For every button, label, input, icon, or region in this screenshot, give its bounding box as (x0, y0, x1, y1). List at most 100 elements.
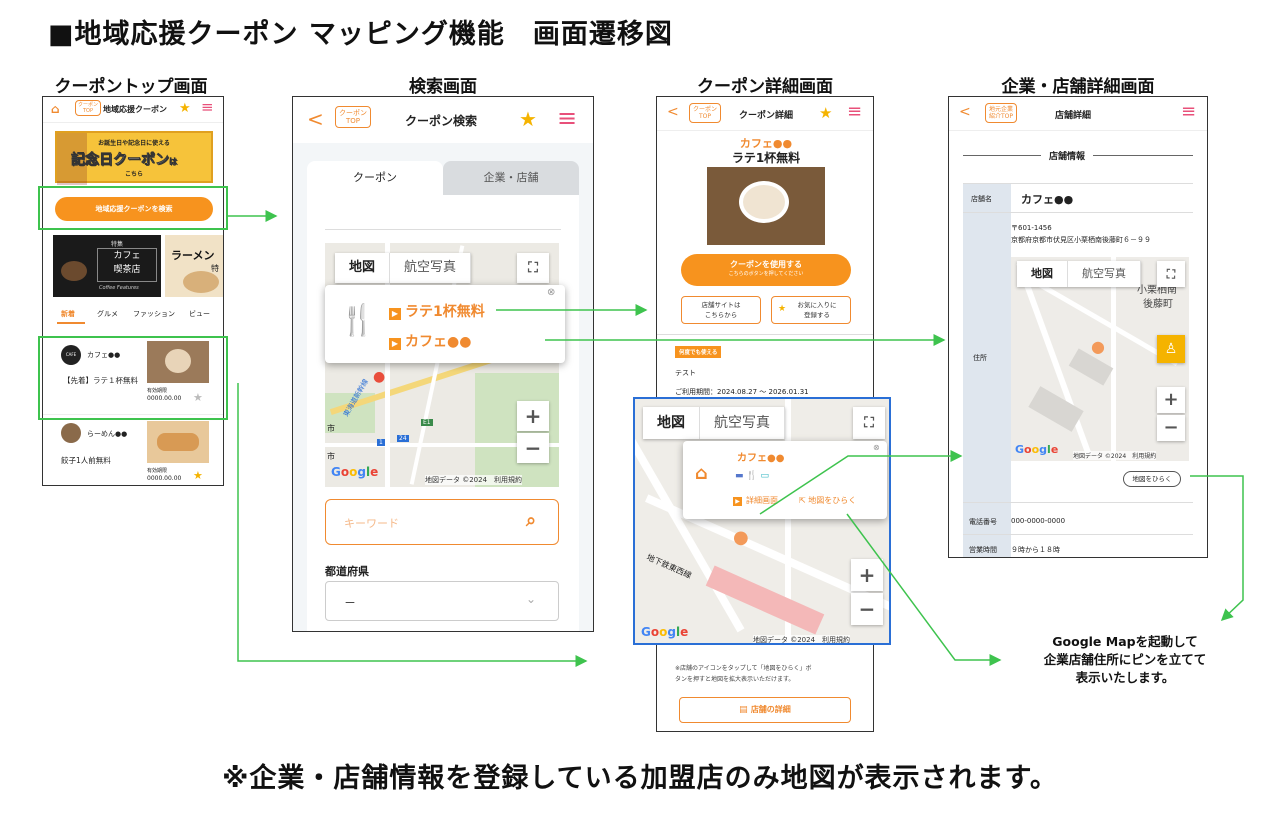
keyword-placeholder: キーワード (344, 517, 399, 530)
map-attribution[interactable]: 地図データ ©2024 利用規約 (1073, 451, 1157, 460)
map-tab-map[interactable]: 地図 (335, 253, 391, 283)
star-icon: ★ (778, 304, 787, 314)
map-tab-map[interactable]: 地図 (643, 407, 700, 439)
zoom-in-icon[interactable]: + (1157, 387, 1185, 413)
tab-fashion[interactable]: ファッション (133, 310, 175, 318)
shop-detail-button[interactable]: ▤ 店舗の詳細 (679, 697, 851, 723)
zoom-out-icon[interactable]: − (851, 593, 883, 625)
expiry-date: 0000.00.00 (147, 475, 182, 482)
shop-name: カフェ●● (1021, 193, 1074, 206)
home-icon[interactable]: ⌂ (51, 102, 60, 116)
map-tab-satellite[interactable]: 航空写真 (390, 253, 472, 283)
close-icon[interactable]: ⊗ (547, 287, 556, 298)
map-info-popup[interactable]: 🍴 ▶ラテ1杯無料 ▶カフェ●● ⊗ (325, 285, 565, 363)
popup-open-map-link[interactable]: ⇱ 地図をひらく (799, 496, 857, 505)
prefecture-label: 都道府県 (325, 565, 369, 578)
open-map-button[interactable]: 地図をひらく (1123, 471, 1181, 487)
back-icon[interactable]: < (959, 104, 971, 120)
row-label: 電話番号 (969, 518, 997, 526)
map-label: E1 (421, 419, 433, 426)
label-coupon-top: クーポントップ画面 (54, 77, 208, 97)
local-business-badge[interactable]: 地元企業紹介TOP (985, 103, 1018, 123)
list-item[interactable]: CAFE カフェ●● 【先着】ラテ１杯無料 有効期限 0000.00.00 ★ (43, 337, 223, 415)
shop-name: カフェ●● (739, 137, 793, 150)
tab-beauty[interactable]: ビュー (189, 310, 210, 318)
star-icon[interactable]: ★ (193, 469, 203, 482)
back-icon[interactable]: < (307, 107, 324, 131)
shop-logo (61, 423, 81, 443)
map-info-popup[interactable]: カフェ●● ⌂ ▬ 🍴 ▭ ▶詳細画面 ⇱ 地図をひらく ⊗ (683, 441, 887, 519)
expiry-label: 有効期限 (147, 468, 168, 474)
menu-icon[interactable]: ≡ (557, 104, 578, 132)
shop-map[interactable]: 小栗栖南 後藤町 ● 地図 航空写真 ⛶ ♙ + − Google 地図データ … (1011, 257, 1189, 461)
ramen-title: ラーメン (171, 249, 215, 262)
latte-image (707, 167, 825, 245)
menu-icon[interactable]: ≡ (847, 101, 863, 122)
shop-name: カフェ●● (87, 351, 121, 359)
tab-coupon[interactable]: クーポン (307, 161, 443, 195)
feature-title: カフェ喫茶店 (97, 248, 157, 282)
tab-new[interactable]: 新着 (61, 310, 75, 318)
menu-icon[interactable]: ≡ (1181, 101, 1197, 122)
search-coupon-button[interactable]: 地域応援クーポンを検索 (55, 197, 213, 221)
ramen-feature-card[interactable]: ラーメン 特 (165, 235, 223, 297)
star-icon[interactable]: ★ (193, 391, 203, 404)
popup-coupon-link[interactable]: ▶ラテ1杯無料 (389, 301, 485, 321)
map-tab-map[interactable]: 地図 (1017, 261, 1068, 287)
street-view-icon[interactable]: ♙ (1157, 335, 1185, 363)
coupon-detail-map[interactable]: 地下鉄東西線 ● 地図 航空写真 ⛶ + − Google 地図データ ©202… (633, 397, 891, 645)
cafe-feature-card[interactable]: 特集 カフェ喫茶店 Coffee Features (53, 235, 161, 297)
zoom-in-icon[interactable]: + (517, 401, 549, 431)
fullscreen-icon[interactable]: ⛶ (853, 407, 885, 439)
use-coupon-button[interactable]: クーポンを使用する こちらのボタンを押してください (681, 254, 851, 286)
close-icon[interactable]: ⊗ (873, 443, 880, 452)
star-icon[interactable]: ★ (819, 104, 833, 122)
map-type-tabs: 地図 航空写真 (1017, 261, 1141, 287)
prefecture-select[interactable]: － ⌄ (325, 581, 559, 621)
map-attribution[interactable]: 地図データ ©2024 利用規約 (425, 475, 523, 485)
label-search: 検索画面 (409, 77, 477, 97)
favorite-button[interactable]: ★お気に入りに登録する (771, 296, 851, 324)
map-tab-satellite[interactable]: 航空写真 (700, 407, 785, 439)
back-icon[interactable]: < (667, 104, 679, 120)
highlight-coupon-item (38, 336, 228, 420)
tab-gourmet[interactable]: グルメ (97, 310, 118, 318)
expiry-label: 有効期限 (147, 388, 168, 394)
popup-shop-link[interactable]: ▶カフェ●● (389, 331, 471, 351)
map-type-tabs: 地図 航空写真 (335, 253, 472, 283)
zoom-out-icon[interactable]: − (517, 433, 549, 463)
search-map[interactable]: 東海道新幹線 E1 1 24 市 市 ● 地図 航空写真 ⛶ + − Googl… (325, 243, 559, 487)
header-title: 店舗詳細 (1055, 111, 1092, 121)
map-tab-satellite[interactable]: 航空写真 (1068, 261, 1141, 287)
map-pin-icon[interactable]: ● (1091, 337, 1105, 356)
row-label: 住所 (973, 354, 987, 362)
fullscreen-icon[interactable]: ⛶ (1157, 261, 1185, 287)
shop-site-button[interactable]: 店舗サイトはこちらから (681, 296, 761, 324)
map-label: 小栗栖南 (1137, 285, 1177, 296)
expiry-date: 0000.00.00 (147, 395, 182, 402)
list-item[interactable]: らーめん●● 餃子1人前無料 有効期限 0000.00.00 ★ (43, 417, 223, 485)
tab-shop[interactable]: 企業・店舗 (443, 161, 579, 195)
map-pin-icon[interactable]: ● (373, 369, 386, 385)
star-icon[interactable]: ★ (519, 107, 537, 131)
zoom-in-icon[interactable]: + (851, 559, 883, 591)
search-icon[interactable]: ⌕ (526, 510, 537, 531)
anniversary-banner[interactable]: お誕生日や記念日に使える 記念日クーポンは こちら (55, 131, 213, 185)
map-label: 地下鉄東西線 (645, 552, 693, 581)
keyword-search-input[interactable]: キーワード ⌕ (325, 499, 559, 545)
zoom-out-icon[interactable]: − (1157, 415, 1185, 441)
fullscreen-icon[interactable]: ⛶ (517, 253, 549, 283)
chevron-down-icon: ⌄ (526, 592, 537, 606)
map-pin-icon[interactable]: ● (733, 527, 749, 548)
map-attribution[interactable]: 地図データ ©2024 利用規約 (753, 635, 851, 644)
popup-detail-link[interactable]: ▶詳細画面 (733, 495, 778, 506)
google-logo: Google (331, 465, 379, 479)
star-icon[interactable]: ★ (179, 101, 191, 116)
map-label: 24 (397, 435, 409, 442)
menu-icon[interactable]: ≡ (201, 98, 214, 116)
